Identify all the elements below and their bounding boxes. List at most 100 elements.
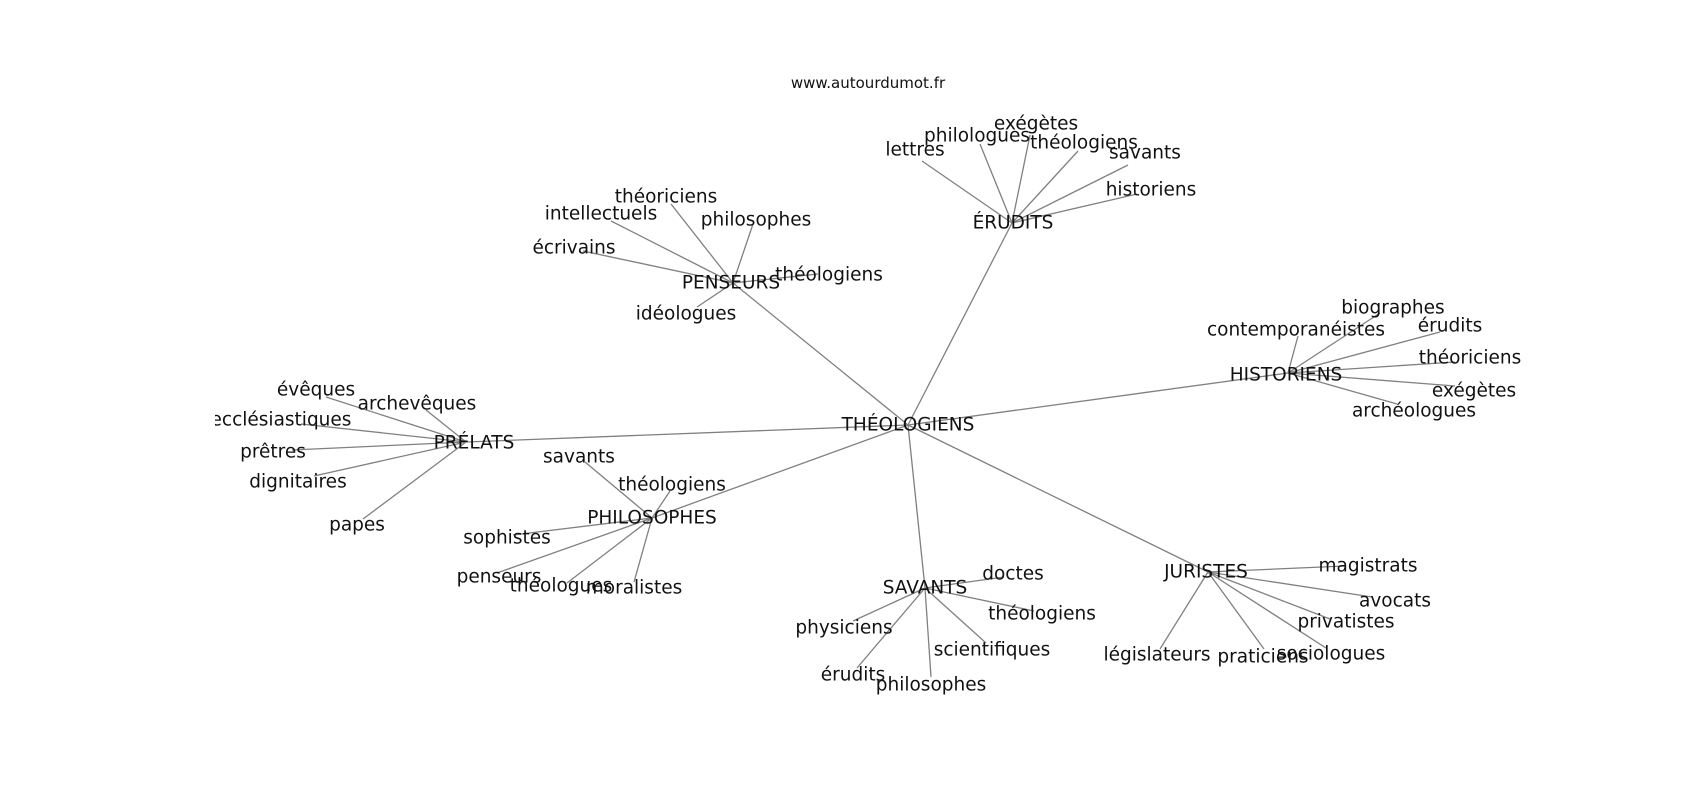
edge-erudits-lettres <box>921 160 1013 224</box>
edge-center-juristes <box>907 424 1209 573</box>
edge-historiens-exegetes <box>1287 372 1456 387</box>
word-node-penseurs-philosophes[interactable]: philosophes <box>701 210 812 231</box>
edge-penseurs-ideologues <box>696 282 734 308</box>
hub-node-savants[interactable]: SAVANTS <box>883 578 968 599</box>
word-node-juristes-legislateurs[interactable]: législateurs <box>1103 645 1210 666</box>
word-node-prelats-dignitaires[interactable]: dignitaires <box>249 472 346 493</box>
word-node-philosophes-penseurs[interactable]: penseurs <box>457 567 542 588</box>
word-node-philosophes-savants[interactable]: savants <box>543 447 615 468</box>
edge-savants-physiciens <box>852 587 926 622</box>
word-node-juristes-magistrats[interactable]: magistrats <box>1319 556 1418 577</box>
hub-node-prelats[interactable]: PRÉLATS <box>434 432 515 454</box>
edge-philosophes-savants <box>584 461 653 519</box>
edge-center-prelats <box>465 424 909 443</box>
center-node-theologiens[interactable]: THÉOLOGIENS <box>841 414 975 436</box>
edge-center-philosophes <box>651 424 909 519</box>
edge-juristes-legislateurs <box>1159 571 1209 650</box>
word-node-savants-physiciens[interactable]: physiciens <box>795 618 892 639</box>
edge-historiens-biographes <box>1287 312 1381 374</box>
word-node-historiens-erudits[interactable]: érudits <box>1418 316 1483 337</box>
word-node-historiens-biographes[interactable]: biographes <box>1341 298 1444 319</box>
edge-savants-scientifiques <box>924 587 987 644</box>
edge-prelats-dignitaires <box>313 441 467 477</box>
edge-erudits-theologiens <box>1011 150 1079 224</box>
hub-node-philosophes[interactable]: PHILOSOPHES <box>587 508 717 529</box>
edge-historiens-contemporaneistes <box>1287 335 1299 374</box>
edge-penseurs-ecrivains <box>582 250 734 284</box>
word-node-prelats-papes[interactable]: papes <box>329 515 385 536</box>
edge-juristes-sociologues <box>1207 571 1327 649</box>
edge-prelats-pretres <box>291 441 467 451</box>
hub-node-penseurs[interactable]: PENSEURS <box>682 273 780 294</box>
word-node-juristes-privatistes[interactable]: privatistes <box>1297 612 1394 633</box>
edge-savants-doctes <box>924 576 1005 589</box>
word-node-juristes-praticiens[interactable]: praticiens <box>1217 647 1308 668</box>
hub-node-historiens[interactable]: HISTORIENS <box>1230 365 1343 386</box>
word-node-juristes-sociologues[interactable]: sociologues <box>1277 644 1386 665</box>
word-node-historiens-contemporaneistes[interactable]: contemporanéistes <box>1207 320 1385 341</box>
word-node-erudits-historiens[interactable]: historiens <box>1106 180 1197 201</box>
word-node-savants-scientifiques[interactable]: scientifiques <box>934 640 1051 661</box>
edge-prelats-ecclesiastiques <box>300 423 467 443</box>
edge-prelats-archeveques <box>425 409 467 443</box>
word-node-penseurs-intellectuels[interactable]: intellectuels <box>545 204 657 225</box>
word-node-philosophes-theologues[interactable]: théologues <box>510 576 613 597</box>
edge-historiens-archeologues <box>1287 372 1398 405</box>
edge-center-savants <box>907 424 926 589</box>
edge-prelats-papes <box>362 441 467 520</box>
word-node-prelats-ecclesiastiques[interactable]: ecclésiastiques <box>211 410 352 431</box>
edge-center-penseurs <box>732 282 909 426</box>
edge-prelats-eveques <box>325 396 467 443</box>
edge-erudits-exegetes <box>1011 134 1031 224</box>
edge-erudits-historiens <box>1011 193 1138 224</box>
word-node-savants-theologiens[interactable]: théologiens <box>988 604 1096 625</box>
word-node-erudits-lettres[interactable]: lettres <box>885 140 944 161</box>
word-node-savants-philosophes[interactable]: philosophes <box>876 675 987 696</box>
word-node-penseurs-ideologues[interactable]: idéologues <box>636 304 737 325</box>
edge-historiens-theoriciens <box>1287 361 1456 374</box>
edge-philosophes-theologues <box>566 517 653 584</box>
word-node-prelats-eveques[interactable]: évêques <box>277 380 355 401</box>
word-node-prelats-pretres[interactable]: prêtres <box>240 442 306 463</box>
hub-node-erudits[interactable]: ÉRUDITS <box>973 212 1054 234</box>
word-node-erudits-theologiens[interactable]: théologiens <box>1030 133 1138 154</box>
edge-penseurs-theoriciens <box>670 203 734 284</box>
word-node-savants-doctes[interactable]: doctes <box>982 564 1044 585</box>
word-node-erudits-philologues[interactable]: philologues <box>924 126 1030 147</box>
word-node-philosophes-sophistes[interactable]: sophistes <box>463 528 550 549</box>
word-node-penseurs-theologiens[interactable]: théologiens <box>775 265 883 286</box>
word-node-penseurs-theoriciens[interactable]: théoriciens <box>615 187 717 208</box>
edge-juristes-avocats <box>1207 571 1373 598</box>
edge-savants-erudits <box>856 587 926 669</box>
edge-erudits-philologues <box>979 143 1013 224</box>
edge-philosophes-penseurs <box>496 517 653 574</box>
edge-center-erudits <box>907 222 1013 426</box>
word-node-philosophes-moralistes[interactable]: moralistes <box>586 578 682 599</box>
edge-philosophes-sophistes <box>512 517 653 536</box>
node-labels: THÉOLOGIENSÉRUDITSlettresphilologuesexég… <box>211 114 1521 696</box>
edge-penseurs-theologiens <box>732 273 819 284</box>
word-node-erudits-savants[interactable]: savants <box>1109 143 1181 164</box>
word-node-juristes-avocats[interactable]: avocats <box>1359 591 1431 612</box>
edge-juristes-privatistes <box>1207 571 1331 620</box>
word-node-philosophes-theologiens[interactable]: théologiens <box>618 475 726 496</box>
word-node-historiens-archeologues[interactable]: archéologues <box>1352 401 1476 422</box>
word-node-savants-erudits[interactable]: érudits <box>821 665 886 686</box>
word-node-penseurs-ecrivains[interactable]: écrivains <box>532 238 615 259</box>
edge-erudits-savants <box>1011 164 1129 224</box>
edge-penseurs-intellectuels <box>610 220 734 284</box>
edge-juristes-praticiens <box>1207 571 1265 650</box>
hub-node-juristes[interactable]: JURISTES <box>1163 562 1248 583</box>
edge-historiens-erudits <box>1287 331 1441 374</box>
edge-penseurs-philosophes <box>732 223 754 284</box>
edge-philosophes-theologiens <box>651 490 671 519</box>
site-label: www.autourdumot.fr <box>791 74 946 92</box>
edge-savants-philosophes <box>924 587 932 678</box>
word-node-historiens-theoriciens[interactable]: théoriciens <box>1419 348 1521 369</box>
word-node-erudits-exegetes[interactable]: exégètes <box>994 114 1078 135</box>
word-node-historiens-exegetes[interactable]: exégètes <box>1432 381 1516 402</box>
edge-philosophes-moralistes <box>633 517 653 583</box>
word-node-prelats-archeveques[interactable]: archevêques <box>358 394 477 415</box>
edge-center-historiens <box>907 372 1289 426</box>
